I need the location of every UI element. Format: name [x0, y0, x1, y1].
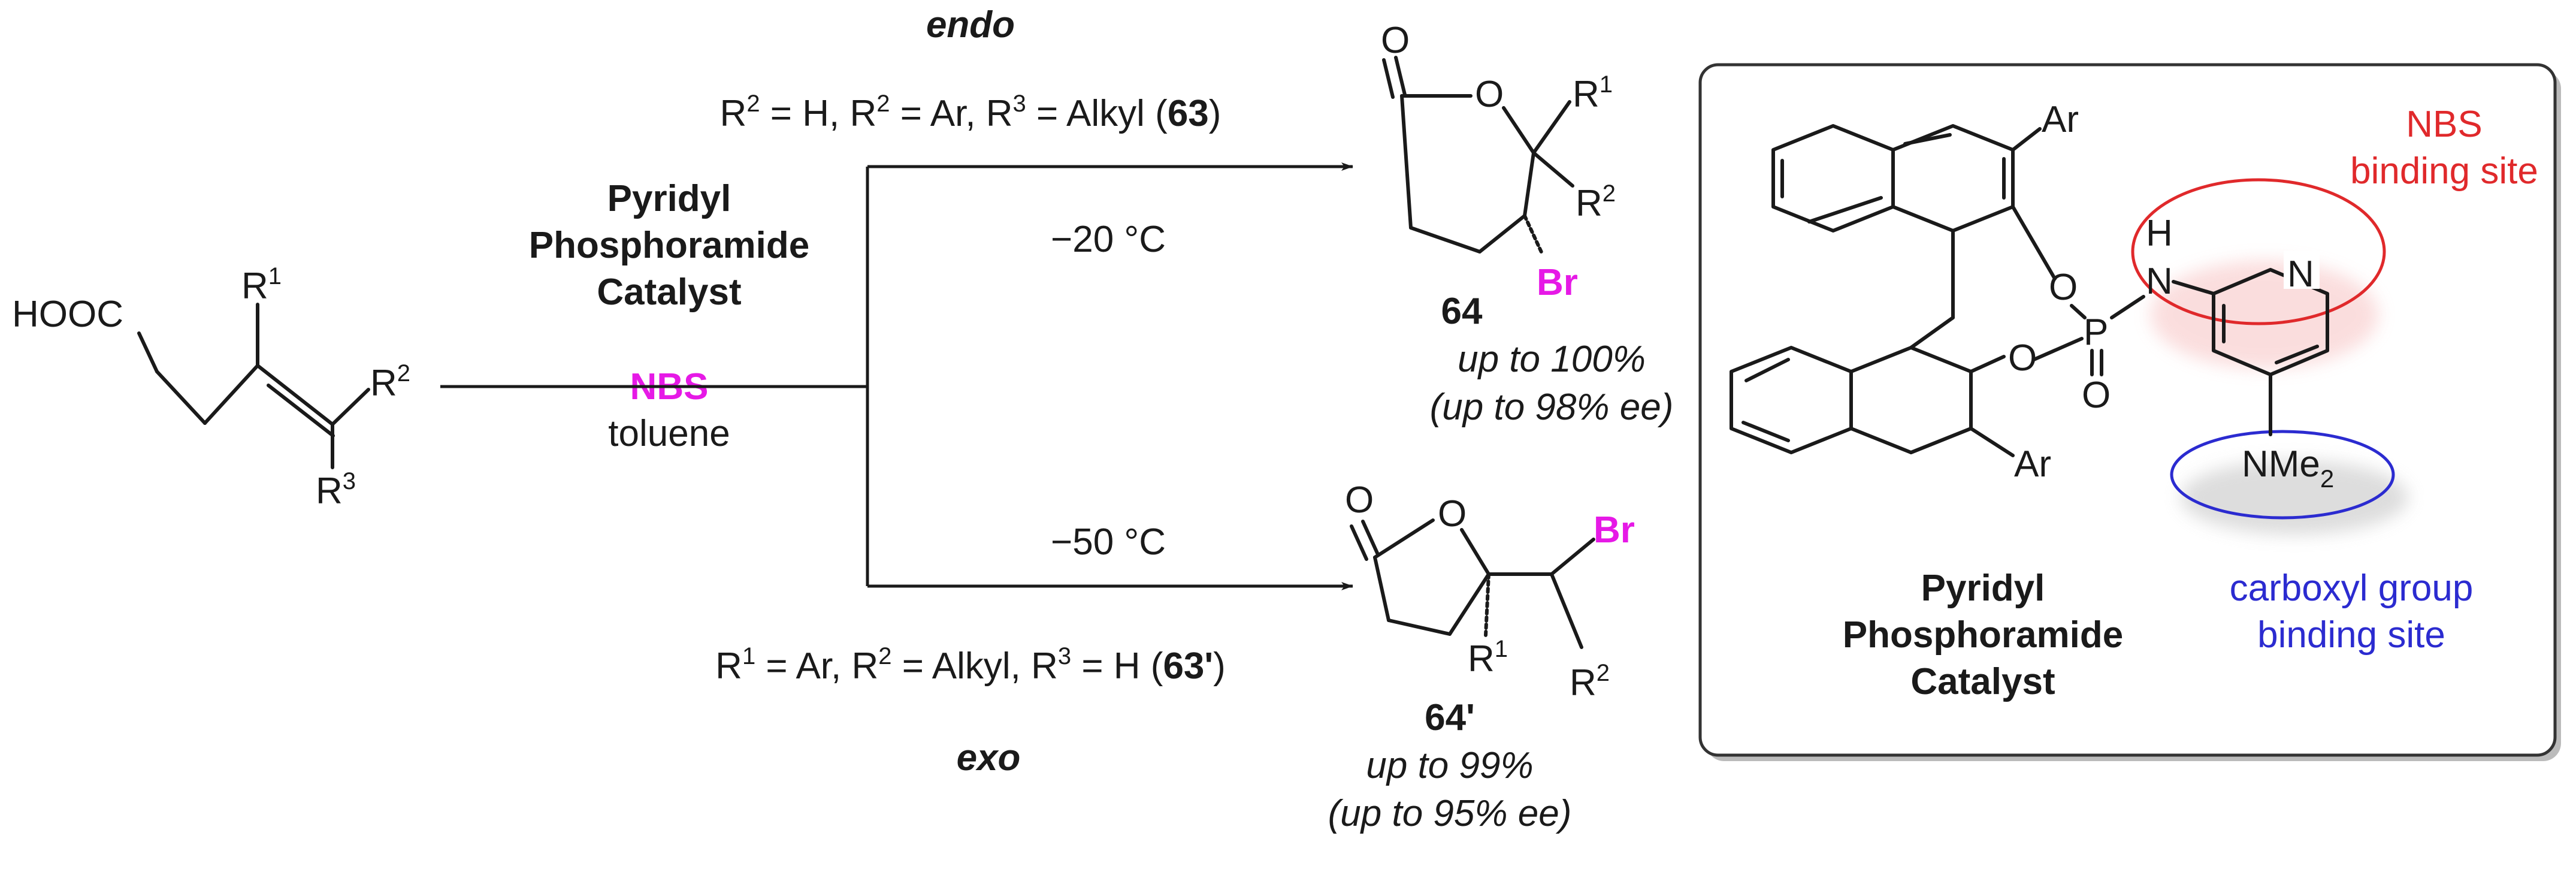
exo-r1-label: R1: [1468, 636, 1508, 680]
exo-br-label: Br: [1594, 509, 1635, 551]
catalyst-box: Ar Ar O O P O H N N NMe2 NBS binding sit…: [1698, 63, 2561, 761]
box-catalyst-name-line1: Pyridyl: [1921, 568, 2045, 609]
box-catalyst-name-line2: Phosphoramide: [1843, 614, 2124, 656]
amide-n-label: N: [2146, 261, 2173, 302]
endo-ee: (up to 98% ee): [1430, 387, 1674, 428]
nbs-site-label-line2: binding site: [2350, 150, 2538, 192]
carboxyl-site-label-line1: carboxyl group: [2230, 568, 2474, 609]
phosphorus-label: P: [2084, 312, 2108, 353]
phosphoramide-bonds: [2032, 295, 2145, 376]
phosphate-o-lower: O: [2008, 337, 2037, 379]
endo-product-id: 64: [1441, 291, 1483, 332]
exo-ee: (up to 95% ee): [1328, 793, 1572, 834]
catalyst-box-frame: [1698, 63, 2557, 757]
catalyst-name-line3: Catalyst: [597, 271, 741, 313]
reactant-structure: HOOC R1 R2 R3: [12, 263, 410, 512]
exo-label: exo: [957, 737, 1021, 779]
reactant-hooc-label: HOOC: [12, 294, 123, 335]
exo-ring-bonds: [1350, 518, 1595, 649]
solvent-toluene: toluene: [608, 413, 730, 454]
nme2-label: NMe2: [2242, 443, 2334, 493]
phosphoryl-o: O: [2082, 375, 2111, 416]
endo-yield: up to 100%: [1458, 339, 1646, 380]
reactant-r2-label: R2: [370, 360, 410, 404]
exo-ring-o: O: [1438, 493, 1467, 535]
endo-product-64: O O R1 R2 Br 64 up to 100% (up to 98% ee…: [1381, 20, 1673, 428]
endo-pathway-labels: endo R2 = H, R2 = Ar, R3 = Alkyl (63) −2…: [720, 4, 1222, 260]
endo-r2-label: R2: [1576, 180, 1616, 224]
binol-bonds: [1730, 124, 2057, 457]
endo-br-label: Br: [1537, 262, 1578, 303]
pyridine-n-label: N: [2287, 254, 2314, 295]
box-catalyst-name-line3: Catalyst: [1910, 661, 2055, 702]
carboxyl-site-label-line2: binding site: [2257, 614, 2445, 656]
phosphate-o-upper: O: [2049, 267, 2078, 308]
exo-yield: up to 99%: [1366, 745, 1533, 786]
reaction-conditions: Pyridyl Phosphoramide Catalyst NBS tolue…: [529, 178, 810, 454]
carboxyl-site-ellipse: [2170, 430, 2395, 520]
catalyst-name-line1: Pyridyl: [607, 178, 731, 219]
endo-ring-o: O: [1475, 74, 1504, 115]
reactant-r1-label: R1: [241, 263, 282, 307]
endo-temperature: −20 °C: [1051, 219, 1166, 260]
exo-pathway-labels: −50 °C R1 = Ar, R2 = Alkyl, R3 = H (63')…: [715, 521, 1226, 779]
exo-substituent-conditions: R1 = Ar, R2 = Alkyl, R3 = H (63'): [715, 643, 1226, 687]
exo-product-64prime: O O R1 R2 Br 64' up to 99% (up to 95% ee…: [1328, 479, 1635, 834]
endo-ring-bonds: [1382, 56, 1574, 257]
exo-product-id: 64': [1425, 697, 1475, 738]
nbs-site-label-line1: NBS: [2406, 104, 2482, 145]
endo-r1-label: R1: [1573, 71, 1613, 115]
endo-label: endo: [926, 4, 1015, 46]
ar-top-label: Ar: [2042, 99, 2079, 140]
reactant-bonds: [137, 303, 370, 469]
exo-carbonyl-o: O: [1345, 479, 1374, 521]
nbs-site-ellipse: [2131, 178, 2386, 325]
exo-r2-label: R2: [1570, 660, 1610, 704]
endo-substituent-conditions: R2 = H, R2 = Ar, R3 = Alkyl (63): [720, 90, 1222, 134]
pyridine-bonds: [2172, 268, 2329, 436]
catalyst-name-line2: Phosphoramide: [529, 225, 810, 266]
endo-carbonyl-o: O: [1381, 20, 1410, 61]
carboxyl-site-glow: [2181, 460, 2408, 535]
reaction-arrows: [440, 162, 1353, 590]
pyridine-n-mask: [2284, 251, 2320, 289]
nbs-site-glow: [2151, 261, 2378, 369]
reactant-r3-label: R3: [316, 468, 356, 512]
exo-temperature: −50 °C: [1051, 521, 1166, 563]
amide-h-label: H: [2146, 213, 2173, 254]
ar-bottom-label: Ar: [2014, 443, 2051, 485]
